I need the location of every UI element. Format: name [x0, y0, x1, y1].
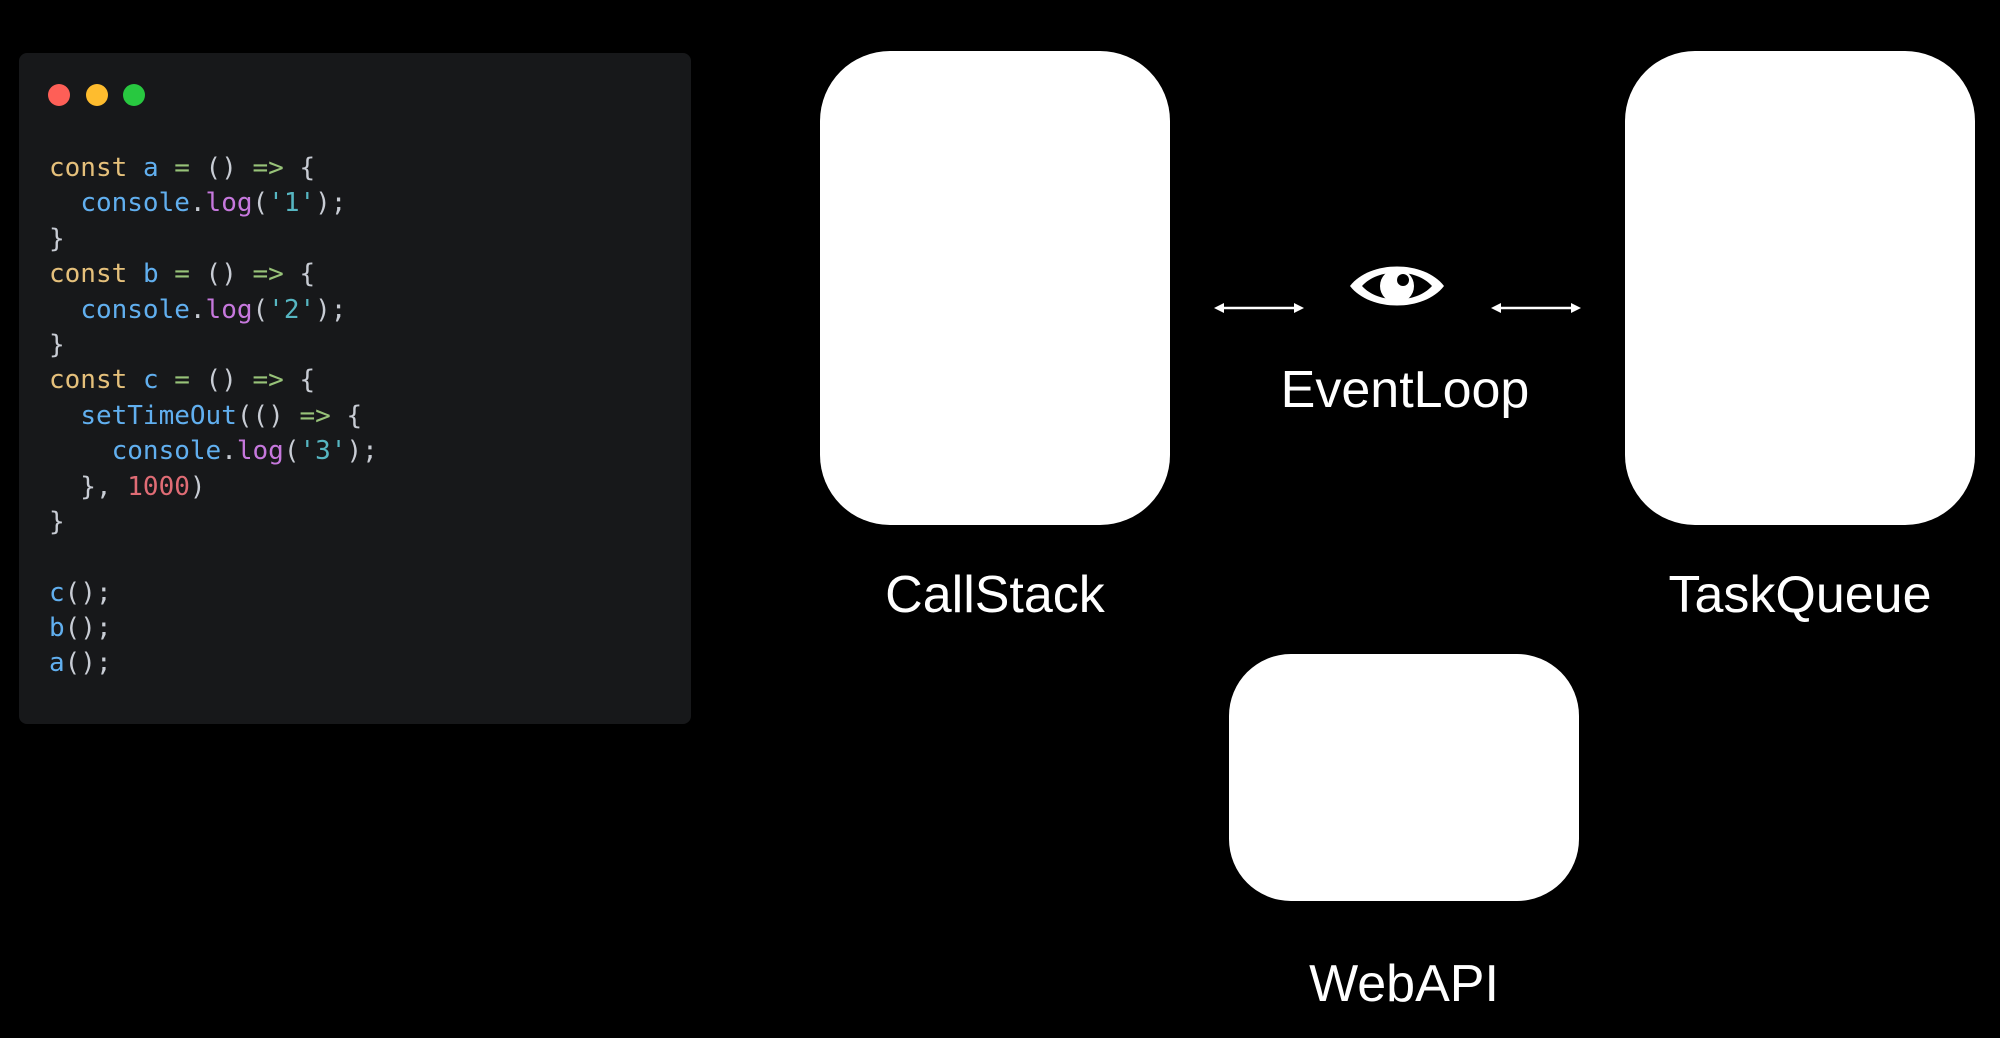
code-token: { [330, 400, 363, 431]
eye-icon [1350, 266, 1444, 306]
callstack-label: CallStack [885, 566, 1105, 624]
code-token: () [189, 153, 253, 183]
code-token: => [252, 153, 284, 183]
webapi-label: WebAPI [1309, 955, 1499, 1013]
code-token: const [49, 153, 128, 183]
code-token [49, 401, 80, 431]
code-token: => [299, 400, 331, 431]
code-token: a [142, 153, 159, 183]
callstack-box [820, 51, 1170, 525]
code-line: const a = () => { [49, 151, 378, 186]
code-token: () [189, 259, 253, 290]
code-token: = [174, 365, 190, 396]
code-line: console.log('3'); [49, 434, 378, 469]
code-token: } [49, 329, 65, 360]
code-token: ); [315, 294, 347, 325]
code-line: }, 1000) [49, 470, 378, 505]
code-token [127, 259, 143, 289]
code-token: => [252, 365, 284, 396]
code-token [159, 153, 175, 183]
webapi-box [1229, 654, 1579, 901]
code-token: a [49, 648, 65, 679]
code-token: ); [315, 188, 347, 219]
code-window [19, 53, 691, 724]
code-token: c [142, 365, 159, 396]
code-token: 1000 [127, 471, 190, 502]
code-token [49, 188, 80, 218]
code-token: ) [189, 471, 206, 502]
code-token: console [80, 294, 190, 325]
code-token: '2' [268, 294, 316, 325]
code-token: ( [252, 294, 269, 325]
code-token: (); [64, 613, 112, 644]
taskqueue-box [1625, 51, 1975, 525]
code-line: const b = () => { [49, 257, 378, 292]
code-token: setTimeOut [80, 400, 237, 431]
code-token: (() [236, 400, 300, 431]
code-token: b [142, 259, 159, 290]
code-line: console.log('1'); [49, 186, 378, 221]
code-token: => [252, 259, 284, 290]
zoom-window-button[interactable] [123, 84, 145, 106]
code-token: log [205, 188, 253, 219]
code-token: = [174, 259, 190, 290]
code-token [127, 365, 143, 395]
code-token: c [49, 577, 65, 608]
code-token: } [49, 223, 65, 254]
code-line [49, 540, 378, 575]
code-token: { [283, 259, 316, 290]
taskqueue-label: TaskQueue [1668, 566, 1932, 624]
code-token: = [174, 153, 190, 183]
close-window-button[interactable] [48, 84, 70, 106]
code-token: const [49, 259, 128, 290]
code-token [159, 259, 175, 289]
code-token: ( [252, 188, 269, 219]
code-line: console.log('2'); [49, 293, 378, 328]
code-token: log [205, 294, 253, 325]
code-token: . [189, 294, 206, 325]
code-token: console [80, 188, 190, 219]
code-token: console [111, 436, 222, 467]
code-token: } [49, 506, 65, 537]
double-arrow-icon [1491, 303, 1581, 313]
code-line: c(); [49, 576, 378, 611]
code-token [49, 436, 112, 466]
code-line: const c = () => { [49, 363, 378, 398]
code-token: b [49, 613, 65, 644]
code-token: const [49, 365, 128, 396]
code-token: ( [283, 436, 300, 467]
eventloop-label: EventLoop [1280, 361, 1530, 419]
code-token [127, 153, 143, 183]
code-line: a(); [49, 646, 378, 681]
code-token: { [283, 153, 316, 183]
code-token: log [236, 436, 284, 467]
code-token [49, 295, 80, 325]
code-token: . [221, 436, 237, 467]
double-arrow-icon [1214, 303, 1304, 313]
code-token: }, [49, 471, 128, 502]
code-token: (); [64, 577, 112, 608]
code-token: '1' [268, 188, 316, 219]
code-token [159, 365, 175, 395]
code-line: setTimeOut(() => { [49, 399, 378, 434]
minimize-window-button[interactable] [86, 84, 108, 106]
code-token: (); [64, 648, 112, 679]
code-line: } [49, 222, 378, 257]
code-block: const a = () => { console.log('1');}cons… [49, 151, 378, 682]
code-token: '3' [299, 436, 347, 467]
code-token: { [283, 365, 316, 396]
code-line: b(); [49, 611, 378, 646]
code-token: . [189, 188, 206, 219]
code-token: () [189, 365, 253, 396]
code-line: } [49, 328, 378, 363]
code-line: } [49, 505, 378, 540]
code-token: ); [346, 436, 378, 467]
